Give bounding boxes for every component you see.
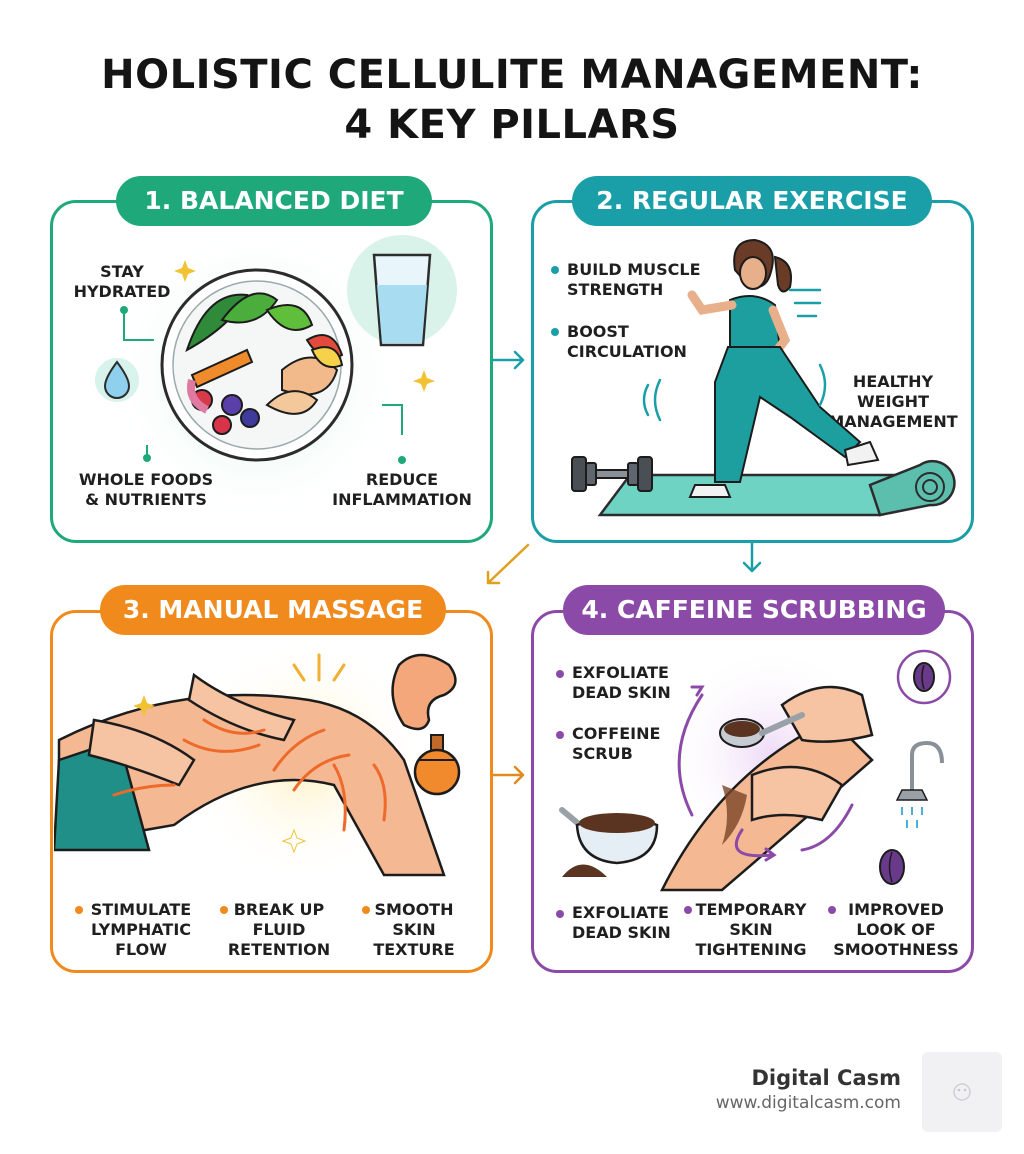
bullet-dot — [828, 906, 836, 914]
label-build-muscle: BUILD MUSCLE STRENGTH — [567, 260, 701, 299]
water-drop-icon — [95, 358, 139, 402]
sparkle-icon — [281, 828, 307, 854]
heading-caffeine-scrubbing: 4. CAFFEINE SCRUBBING — [563, 585, 945, 635]
bullet-dot — [362, 906, 370, 914]
panel-caffeine-scrubbing — [531, 610, 974, 973]
bullet-dot — [556, 731, 564, 739]
page-title-line2: 4 KEY PILLARS — [344, 102, 680, 148]
bullet-dot — [684, 906, 692, 914]
label-stay-hydrated: STAY HYDRATED — [73, 262, 171, 301]
sparkle-icon — [174, 260, 196, 282]
label-coffeine-scrub: COFFEINE SCRUB — [572, 724, 661, 763]
label-healthy-weight: HEALTHY WEIGHT MANAGEMENT — [828, 372, 958, 431]
heading-manual-massage: 3. MANUAL MASSAGE — [100, 585, 446, 635]
sparkle-icon — [413, 370, 435, 392]
brand-logo-icon — [922, 1052, 1002, 1132]
coffee-bowl-icon — [559, 807, 659, 877]
bullet-dot — [556, 910, 564, 918]
label-whole-foods: WHOLE FOODS & NUTRIENTS — [78, 470, 214, 509]
diet-illustration — [95, 230, 457, 525]
scrubbing-hands-icon — [659, 685, 874, 892]
bullet-dot — [75, 906, 83, 914]
bullet-dot — [551, 328, 559, 336]
coffee-bean-icon — [896, 649, 952, 705]
arrow-icon — [486, 350, 762, 785]
massaging-hands-icon — [54, 672, 446, 877]
yoga-mat-icon — [597, 459, 956, 517]
page-title-line1: HOLISTIC CELLULITE MANAGEMENT: — [101, 52, 923, 98]
coffee-bean-icon — [879, 849, 905, 885]
brand-url[interactable]: www.digitalcasm.com — [715, 1093, 901, 1113]
exercise-illustration — [571, 238, 956, 517]
massage-illustration — [54, 640, 461, 885]
label-break-up-fluid: BREAK UP FLUID RETENTION — [227, 900, 331, 959]
caffeine-illustration — [559, 645, 952, 892]
label-temporary-tightening: TEMPORARY SKIN TIGHTENING — [695, 900, 807, 959]
label-exfoliate-bottom: EXFOLIATE DEAD SKIN — [572, 903, 671, 942]
label-exfoliate-top: EXFOLIATE DEAD SKIN — [572, 663, 671, 702]
heading-balanced-diet: 1. BALANCED DIET — [116, 176, 432, 226]
salad-plate-icon — [160, 268, 354, 462]
shower-icon — [895, 740, 944, 828]
water-glass-icon — [347, 235, 457, 347]
heading-regular-exercise: 2. REGULAR EXERCISE — [572, 176, 932, 226]
gua-sha-icon — [391, 653, 457, 731]
bullet-dot — [551, 266, 559, 274]
label-stimulate-lymphatic: STIMULATE LYMPHATIC FLOW — [90, 900, 192, 959]
bullet-dot — [556, 670, 564, 678]
label-smooth-skin: SMOOTH SKIN TEXTURE — [373, 900, 455, 959]
brand-name: Digital Casm — [751, 1066, 901, 1090]
label-boost-circulation: BOOST CIRCULATION — [567, 322, 687, 361]
sparkle-icon — [133, 695, 155, 717]
label-improved-smoothness: IMPROVED LOOK OF SMOOTHNESS — [833, 900, 959, 959]
dumbbell-icon — [571, 456, 653, 492]
lunging-woman-icon — [687, 238, 880, 498]
bullet-dot — [220, 906, 228, 914]
herbal-ball-icon — [413, 734, 461, 796]
label-reduce-inflammation: REDUCE INFLAMMATION — [332, 470, 472, 509]
